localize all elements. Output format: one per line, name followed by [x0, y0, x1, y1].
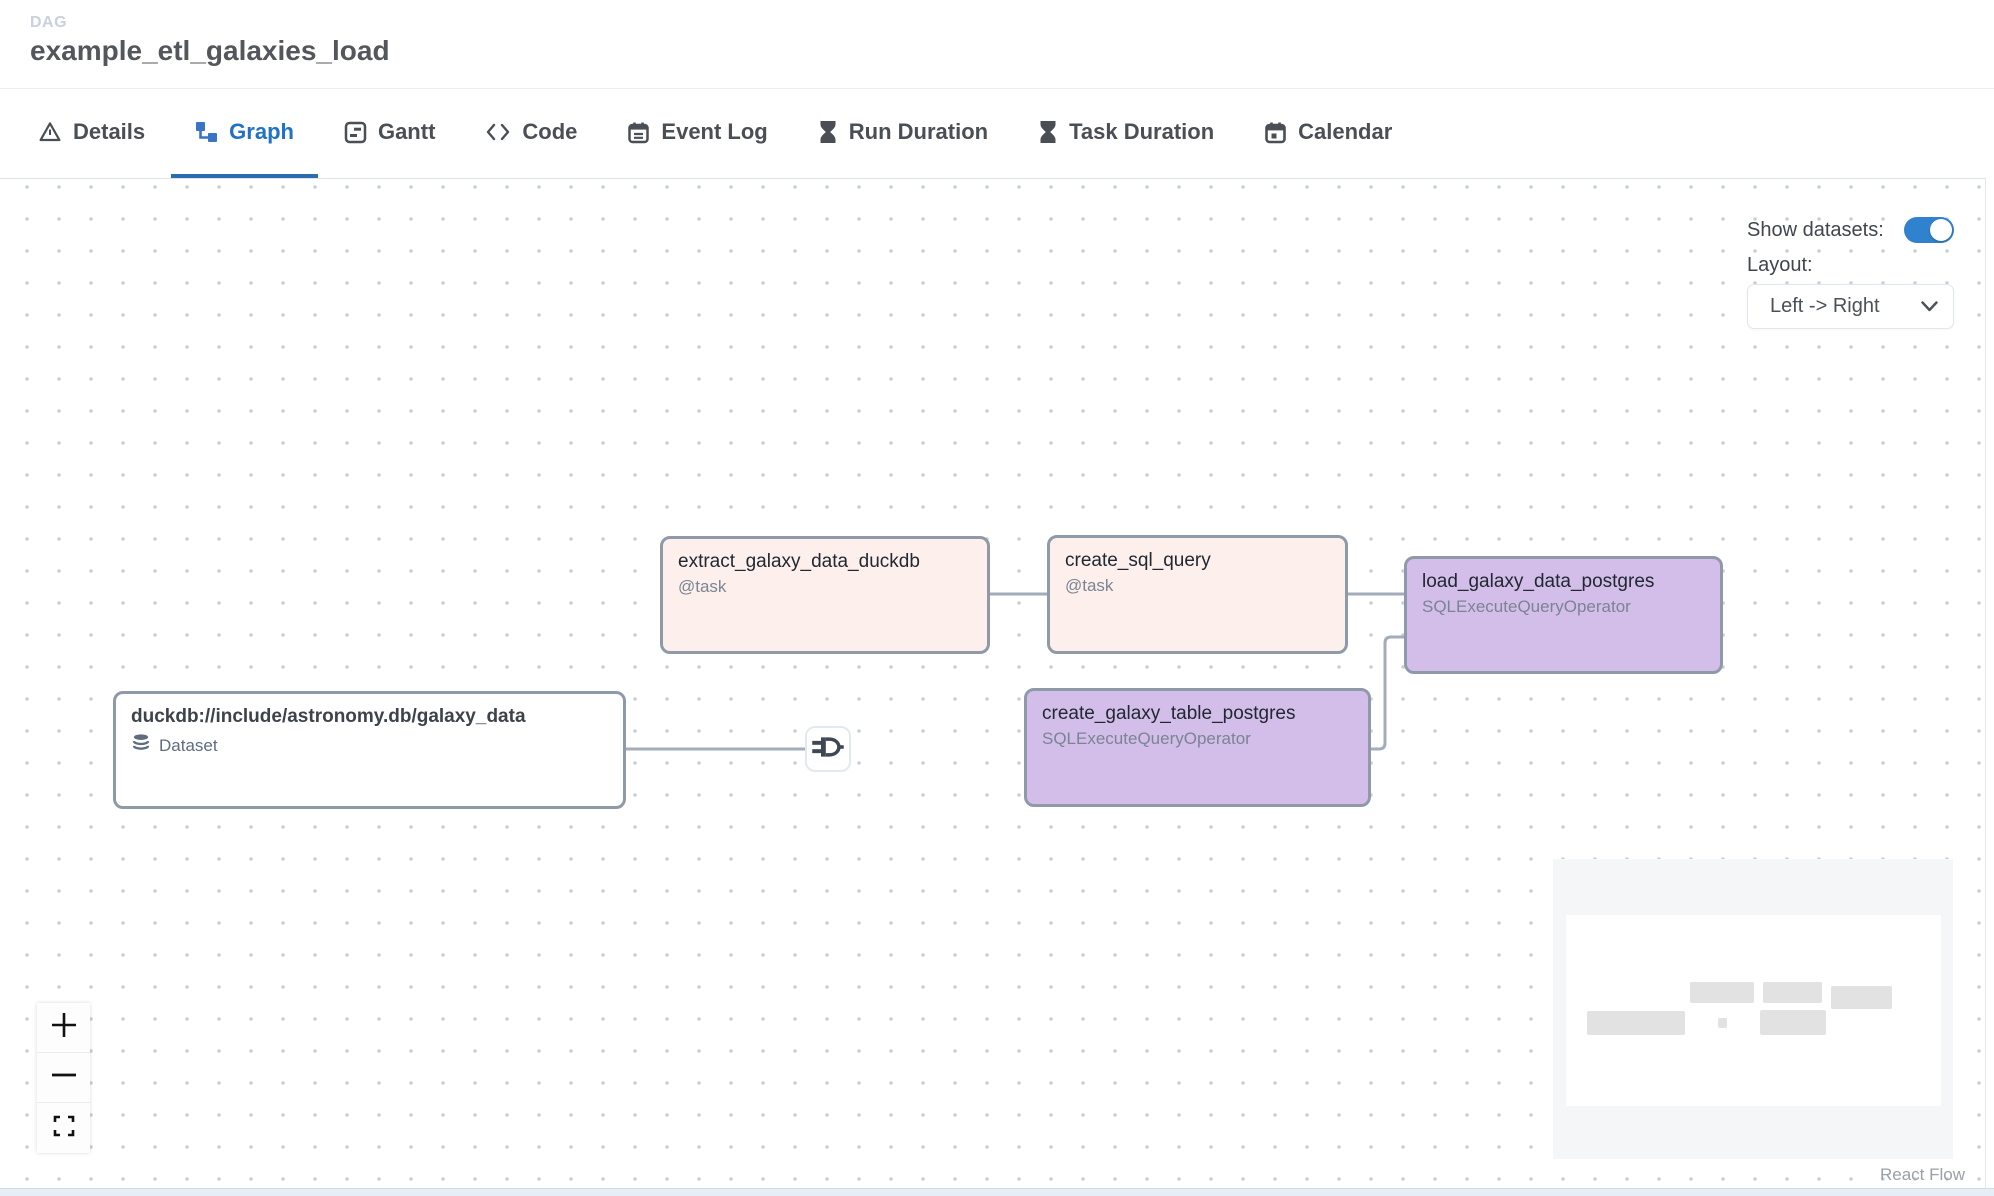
minimap-node-create-sql — [1763, 982, 1822, 1003]
node-subtitle: @task — [678, 577, 727, 596]
zoom-out-button[interactable] — [37, 1053, 90, 1103]
hourglass-icon — [818, 120, 838, 144]
zoom-controls — [37, 1003, 90, 1153]
node-subtitle: SQLExecuteQueryOperator — [1422, 597, 1631, 616]
node-title: extract_galaxy_data_duckdb — [678, 551, 920, 572]
tab-label: Graph — [229, 119, 294, 144]
tab-code[interactable]: Code — [461, 90, 601, 178]
tab-event-log[interactable]: Event Log — [603, 90, 791, 178]
database-icon — [131, 733, 151, 758]
logic-gate-icon — [812, 733, 844, 766]
layout-select[interactable]: Left -> Right — [1747, 284, 1954, 329]
minimap-node-create-table — [1760, 1010, 1826, 1035]
react-flow-attribution: React Flow — [1879, 1165, 1965, 1184]
node-create-galaxy-table-postgres[interactable]: create_galaxy_table_postgres SQLExecuteQ… — [1024, 688, 1371, 807]
show-datasets-toggle[interactable] — [1904, 217, 1954, 243]
node-subtitle: SQLExecuteQueryOperator — [1042, 729, 1251, 748]
dag-graph-canvas[interactable]: duckdb://include/astronomy.db/galaxy_dat… — [0, 178, 1986, 1188]
minimap-node-dataset — [1587, 1011, 1685, 1035]
node-dataset-galaxy-data[interactable]: duckdb://include/astronomy.db/galaxy_dat… — [113, 691, 626, 809]
tab-label: Run Duration — [848, 119, 989, 144]
node-title: create_galaxy_table_postgres — [1042, 703, 1296, 724]
toggle-knob — [1930, 219, 1952, 241]
warning-triangle-icon — [38, 120, 62, 144]
tab-gantt[interactable]: Gantt — [320, 90, 459, 178]
hourglass-icon — [1038, 120, 1058, 144]
minimap-node-gate — [1718, 1018, 1727, 1028]
layout-label: Layout: — [1747, 254, 1813, 276]
minimap-viewport — [1566, 915, 1941, 1106]
minimap[interactable] — [1553, 859, 1953, 1159]
zoom-in-button[interactable] — [37, 1003, 90, 1053]
dag-kicker: DAG — [30, 14, 68, 31]
tab-details[interactable]: Details — [14, 90, 169, 178]
plus-icon — [50, 1011, 78, 1044]
fit-view-button[interactable] — [37, 1103, 90, 1153]
tab-task-duration[interactable]: Task Duration — [1014, 90, 1238, 178]
node-subtitle: @task — [1065, 576, 1114, 595]
event-log-icon — [627, 121, 650, 144]
tab-label: Task Duration — [1069, 119, 1215, 144]
chevron-down-icon — [1921, 295, 1938, 318]
minus-icon — [50, 1061, 78, 1094]
page-header: DAG example_etl_galaxies_load — [0, 0, 1994, 89]
calendar-icon — [1264, 121, 1287, 144]
tab-label: Details — [73, 119, 146, 144]
node-subtitle-row: Dataset — [131, 733, 608, 758]
show-datasets-label: Show datasets: — [1747, 218, 1884, 241]
node-create-sql-query[interactable]: create_sql_query @task — [1047, 535, 1348, 654]
tab-run-duration[interactable]: Run Duration — [794, 90, 1012, 178]
tab-label: Calendar — [1298, 119, 1393, 144]
minimap-node-load — [1831, 986, 1892, 1009]
node-extract-galaxy-data-duckdb[interactable]: extract_galaxy_data_duckdb @task — [660, 536, 990, 654]
layout-select-value: Left -> Right — [1770, 295, 1880, 317]
gantt-icon — [344, 121, 367, 144]
tab-label: Code — [522, 119, 578, 144]
tab-label: Gantt — [377, 119, 436, 144]
node-load-galaxy-data-postgres[interactable]: load_galaxy_data_postgres SQLExecuteQuer… — [1404, 556, 1723, 674]
flow-options-panel: Show datasets: Layout: Left -> Right — [1747, 215, 1954, 329]
page-title: example_etl_galaxies_load — [30, 35, 390, 66]
minimap-node-extract — [1690, 982, 1754, 1003]
bottom-divider — [0, 1188, 1994, 1196]
graph-icon — [195, 121, 218, 144]
dataset-condition-gate[interactable] — [805, 726, 851, 772]
show-datasets-row: Show datasets: — [1747, 215, 1954, 245]
node-title: create_sql_query — [1065, 550, 1211, 571]
edge-create-table-to-load — [1371, 635, 1404, 751]
tab-calendar[interactable]: Calendar — [1240, 90, 1416, 178]
node-title: duckdb://include/astronomy.db/galaxy_dat… — [131, 706, 526, 727]
node-subtitle: Dataset — [159, 735, 218, 755]
fit-view-icon — [53, 1115, 75, 1142]
tab-graph[interactable]: Graph — [171, 90, 318, 178]
tab-label: Event Log — [661, 119, 768, 144]
dag-tabbar: Details Graph Gantt Code Event Log — [0, 90, 1994, 178]
node-title: load_galaxy_data_postgres — [1422, 571, 1655, 592]
code-icon — [485, 121, 511, 143]
